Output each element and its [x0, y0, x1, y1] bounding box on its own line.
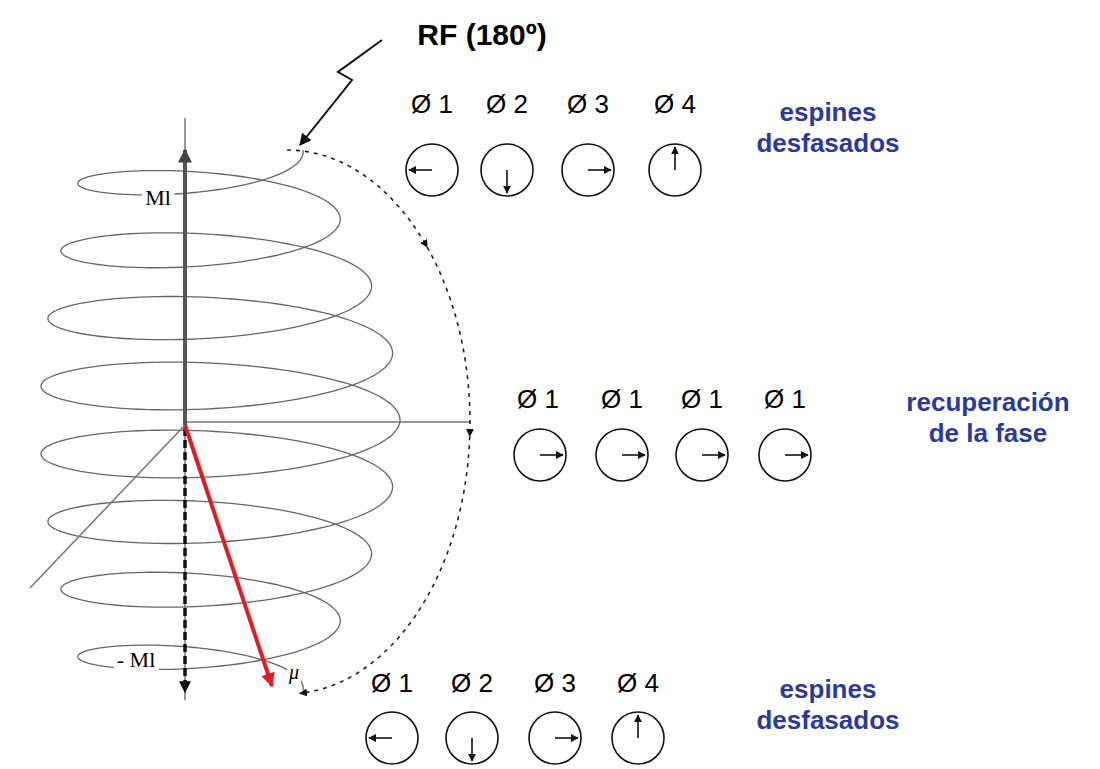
spin-arrow	[555, 737, 578, 739]
phase-circle	[406, 144, 458, 196]
spin-arrow	[506, 170, 508, 193]
vector-label: μ	[287, 661, 301, 684]
state-note: recuperación de la fase	[888, 387, 1088, 449]
phase-circle	[514, 429, 566, 481]
magnetization-vector	[183, 150, 187, 425]
phase-circle-outline	[514, 429, 566, 481]
phase-circle	[596, 429, 648, 481]
spin-arrow	[637, 715, 639, 738]
spin-arrow	[409, 169, 432, 171]
phase-circle	[529, 712, 581, 764]
inversion-arc	[427, 247, 470, 436]
phase-circle-outline	[649, 144, 701, 196]
state-note: espines desfasados	[743, 674, 913, 736]
phase-label: Ø 4	[617, 669, 659, 699]
rf-pulse-bolt	[300, 40, 382, 145]
spin-arrow	[622, 454, 645, 456]
z-axis	[184, 118, 186, 700]
phase-circle	[481, 144, 533, 196]
phase-label: Ø 1	[411, 90, 453, 120]
phase-label: Ø 1	[371, 669, 413, 699]
phase-circle	[562, 144, 614, 196]
inverted-magnetization-vector	[183, 428, 187, 692]
precession-spiral	[41, 150, 400, 690]
state-note: espines desfasados	[743, 97, 913, 159]
phase-circle	[676, 429, 728, 481]
phase-circle	[446, 712, 498, 764]
phase-label: Ø 1	[764, 385, 806, 415]
x-axis	[30, 425, 185, 588]
phase-label: Ø 2	[451, 669, 493, 699]
axis-label: Ml	[142, 185, 174, 210]
spin-arrow	[588, 169, 611, 171]
spin-arrow	[702, 454, 725, 456]
spin-arrow	[471, 738, 473, 761]
phase-label: Ø 1	[517, 385, 559, 415]
phase-label: Ø 2	[486, 90, 528, 120]
phase-circle-outline	[529, 712, 581, 764]
axis-label: - Ml	[114, 647, 159, 672]
rf-pulse-label: RF (180º)	[417, 18, 546, 53]
spin-arrow	[785, 454, 808, 456]
inversion-arc	[300, 436, 470, 693]
phase-circle-outline	[676, 429, 728, 481]
spin-arrow	[540, 454, 563, 456]
phase-circle-outline	[446, 712, 498, 764]
spin-arrow	[674, 147, 676, 170]
phase-circle	[366, 712, 418, 764]
phase-label: Ø 3	[567, 90, 609, 120]
spin-vector	[185, 425, 272, 686]
phase-circles	[366, 144, 811, 764]
phase-label: Ø 3	[534, 669, 576, 699]
phase-label: Ø 4	[654, 90, 696, 120]
phase-circle	[649, 144, 701, 196]
phase-circle-outline	[759, 429, 811, 481]
phase-circle	[759, 429, 811, 481]
phase-circle-outline	[406, 144, 458, 196]
spin-arrow	[369, 737, 392, 739]
y-axis	[185, 421, 470, 423]
phase-label: Ø 1	[681, 385, 723, 415]
phase-circle-outline	[481, 144, 533, 196]
spiral-path	[41, 150, 400, 690]
phase-circle-outline	[596, 429, 648, 481]
phase-circle-outline	[612, 712, 664, 764]
phase-circle	[612, 712, 664, 764]
phase-circle-outline	[562, 144, 614, 196]
inversion-path	[287, 150, 470, 693]
phase-label: Ø 1	[601, 385, 643, 415]
phase-circle-outline	[366, 712, 418, 764]
